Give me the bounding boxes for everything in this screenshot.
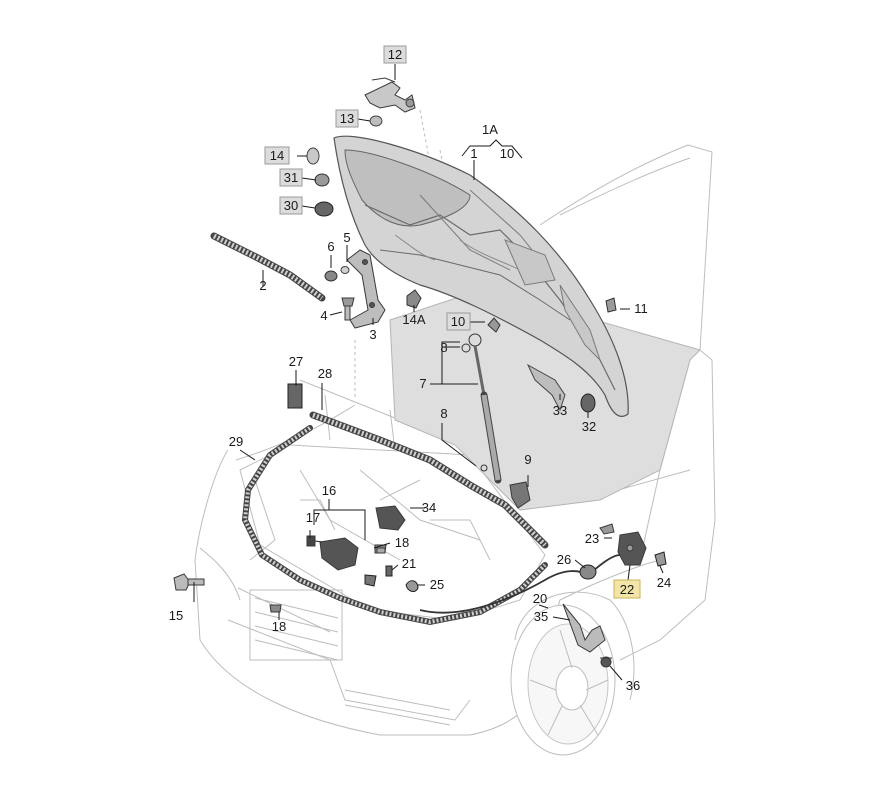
part-34-cover <box>375 505 406 531</box>
part-32-bumper <box>580 393 596 413</box>
leader-lines <box>193 64 664 681</box>
callout-35: 35 <box>534 609 548 624</box>
callout-31: 31 <box>279 168 303 187</box>
callout-34: 34 <box>422 500 436 515</box>
callout-1a: 1A <box>482 122 498 137</box>
callout-8-bottom: 8 <box>440 406 447 421</box>
svg-text:10: 10 <box>451 314 465 329</box>
part-24-bolt <box>654 551 667 567</box>
part-15-bolt <box>173 573 205 591</box>
callout-18-lower: 18 <box>272 619 286 634</box>
callout-14: 14 <box>264 146 290 165</box>
callout-13: 13 <box>335 109 359 128</box>
part-lock-screw <box>364 574 377 587</box>
callout-26: 26 <box>557 552 571 567</box>
part-9-latch-bracket <box>509 481 531 509</box>
part-16-17-lock <box>306 535 359 571</box>
part-28-29-seals <box>241 411 549 626</box>
svg-text:14: 14 <box>270 148 284 163</box>
svg-text:12: 12 <box>388 47 402 62</box>
radiator <box>249 589 343 661</box>
part-hinge-top <box>364 77 416 113</box>
callout-labels: 12 13 14 31 30 1A 1 10 2 6 5 4 3 14A 10 … <box>169 45 671 693</box>
callout-28: 28 <box>318 366 332 381</box>
callout-11: 11 <box>634 301 648 316</box>
part-5-washer <box>340 266 350 274</box>
callout-24: 24 <box>657 575 671 590</box>
callout-6: 6 <box>327 239 334 254</box>
callout-4: 4 <box>320 308 327 323</box>
callout-7: 7 <box>419 376 426 391</box>
callout-10-strut: 10 <box>446 312 471 331</box>
part-5-3-hinge <box>346 249 386 329</box>
part-36-bolt <box>600 656 612 668</box>
callout-29: 29 <box>229 434 243 449</box>
part-2-seal-strip <box>210 232 326 302</box>
hood-assembly <box>333 135 701 511</box>
svg-text:22: 22 <box>620 582 634 597</box>
svg-text:30: 30 <box>284 198 298 213</box>
callout-27: 27 <box>289 354 303 369</box>
svg-text:31: 31 <box>284 170 298 185</box>
part-31-grommet <box>314 173 330 187</box>
svg-text:13: 13 <box>340 111 354 126</box>
callout-8-top: 8 <box>440 340 447 355</box>
part-14a-buffer <box>406 289 422 309</box>
callout-20: 20 <box>533 591 547 606</box>
callout-10-top: 10 <box>500 146 514 161</box>
callout-9: 9 <box>524 452 531 467</box>
callout-17: 17 <box>306 510 320 525</box>
callout-22: 22 <box>613 579 641 599</box>
callout-3: 3 <box>369 327 376 342</box>
callout-15: 15 <box>169 608 183 623</box>
part-7-gas-strut <box>461 317 502 484</box>
callout-16: 16 <box>322 483 336 498</box>
callout-1: 1 <box>470 146 477 161</box>
part-14-bumper <box>306 147 320 165</box>
callout-14a: 14A <box>402 312 425 327</box>
part-21-clip <box>385 565 393 577</box>
part-11-clip <box>605 297 617 313</box>
callout-23: 23 <box>585 531 599 546</box>
part-30-plug <box>314 201 334 217</box>
part-25-clip <box>405 580 419 593</box>
callout-18-upper: 18 <box>395 535 409 550</box>
part-27-buffer <box>287 383 303 409</box>
callout-2: 2 <box>259 278 266 293</box>
part-13-nut <box>369 115 383 127</box>
part-20-26-cable <box>419 554 621 614</box>
part-33-seal <box>526 363 566 412</box>
callout-5: 5 <box>343 230 350 245</box>
callout-33: 33 <box>553 403 567 418</box>
part-6-nut <box>324 270 338 282</box>
part-22-23-latch <box>599 523 647 566</box>
callout-32: 32 <box>582 419 596 434</box>
callout-21: 21 <box>402 556 416 571</box>
callout-30: 30 <box>279 196 303 215</box>
callout-12: 12 <box>383 45 407 64</box>
callout-25: 25 <box>430 577 444 592</box>
part-35-release-lever <box>562 603 606 653</box>
part-4-bolt <box>341 297 355 321</box>
callout-36: 36 <box>626 678 640 693</box>
